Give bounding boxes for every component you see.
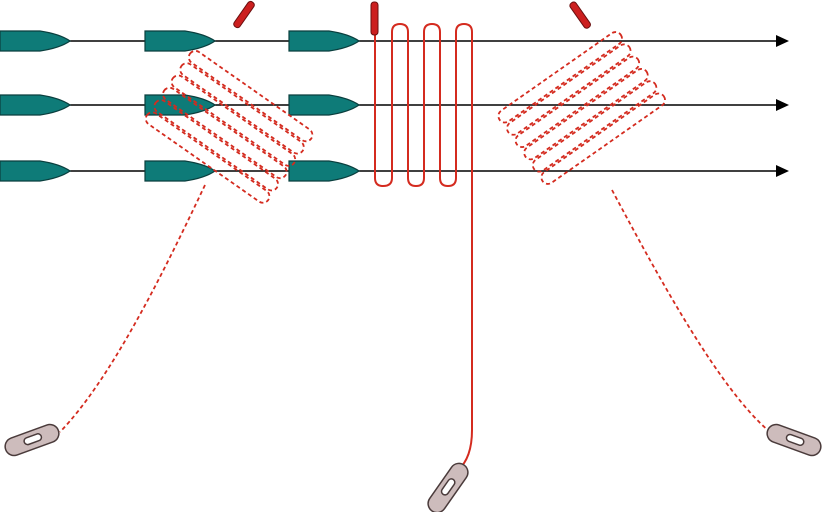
fish-shape-icon bbox=[0, 30, 72, 52]
fish-shape-icon bbox=[288, 94, 361, 116]
flow-lines bbox=[0, 35, 789, 177]
capsule-sensor-icon bbox=[766, 423, 822, 457]
center-coil bbox=[374, 22, 473, 471]
red-marker-icon bbox=[233, 0, 255, 29]
capsule-sensor-icon bbox=[427, 462, 469, 512]
red-marker-icon bbox=[569, 1, 591, 29]
left-coil bbox=[59, 49, 314, 433]
sensors bbox=[4, 423, 822, 512]
fish-shape-icon bbox=[288, 160, 361, 182]
fish-shape-icon bbox=[0, 160, 72, 182]
fish-group bbox=[0, 30, 361, 182]
right-coil bbox=[497, 31, 771, 433]
fish-shape-icon bbox=[144, 30, 217, 52]
arrow-head-icon bbox=[776, 99, 789, 111]
markers bbox=[233, 0, 591, 36]
fish-shape-icon bbox=[0, 94, 72, 116]
fish-shape-icon bbox=[288, 30, 361, 52]
arrow-head-icon bbox=[776, 165, 789, 177]
capsule-sensor-icon bbox=[4, 423, 60, 457]
red-marker-icon bbox=[370, 1, 379, 36]
arrow-head-icon bbox=[776, 35, 789, 47]
